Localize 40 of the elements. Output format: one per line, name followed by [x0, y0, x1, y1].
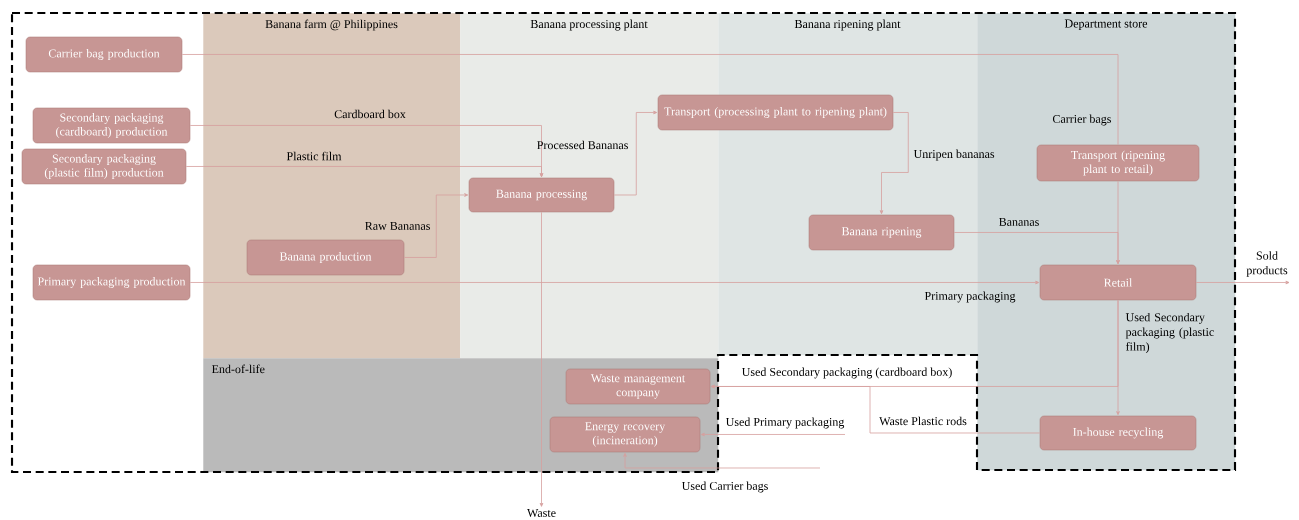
process-box: Banana production: [246, 239, 405, 276]
process-box: Banana processing: [468, 177, 615, 213]
process-box: Secondary packaging (cardboard) production: [32, 107, 191, 144]
arrow: [613, 110, 658, 196]
edge-label: Used Secondary packaging (plastic film): [1125, 312, 1214, 354]
arrow: [700, 432, 846, 437]
process-box: Primary packaging production: [32, 264, 191, 301]
arrow: [710, 384, 1041, 434]
process-box: Waste management company: [565, 368, 711, 405]
arrow: [1195, 280, 1290, 285]
process-box: Transport (ripening plant to retail): [1036, 144, 1200, 182]
process-box: Carrier bag production: [25, 36, 183, 73]
arrow: [953, 232, 1120, 265]
edge-label: Used Secondary packaging (cardboard box): [741, 367, 952, 379]
edge-label: Carrier bags: [1052, 114, 1111, 126]
edge-label: Bananas: [999, 218, 1039, 226]
edge-label: Sold products: [1246, 251, 1288, 277]
edge-label: Processed Bananas: [537, 140, 628, 150]
arrow: [403, 193, 469, 258]
process-box: In-house recycling: [1039, 415, 1197, 451]
arrow: [539, 211, 544, 507]
process-box: Energy recovery (incineration): [549, 416, 701, 453]
arrow: [879, 112, 909, 215]
process-box: Banana ripening: [808, 214, 955, 251]
arrow: [185, 166, 544, 178]
edge-label: Raw Bananas: [365, 222, 430, 230]
edge-label: Unripen bananas: [913, 149, 995, 161]
edge-label: Primary packaging: [924, 291, 1016, 303]
edge-label: Waste Plastic rods: [879, 416, 967, 426]
process-box: Transport (processing plant to ripening plant): [657, 94, 894, 131]
edge-label: Used Primary packaging: [725, 417, 845, 429]
edge-label: Cardboard box: [334, 109, 406, 119]
process-box: Retail: [1039, 264, 1197, 301]
arrow: [623, 452, 821, 469]
process-box: Secondary packaging (plastic film) production: [21, 148, 187, 185]
output-text: Waste: [527, 508, 556, 517]
edge-label: Plastic film: [286, 151, 342, 161]
edge-label: Used Carrier bags: [681, 481, 768, 493]
arrow: [189, 280, 1040, 285]
arrow: [1116, 299, 1120, 416]
